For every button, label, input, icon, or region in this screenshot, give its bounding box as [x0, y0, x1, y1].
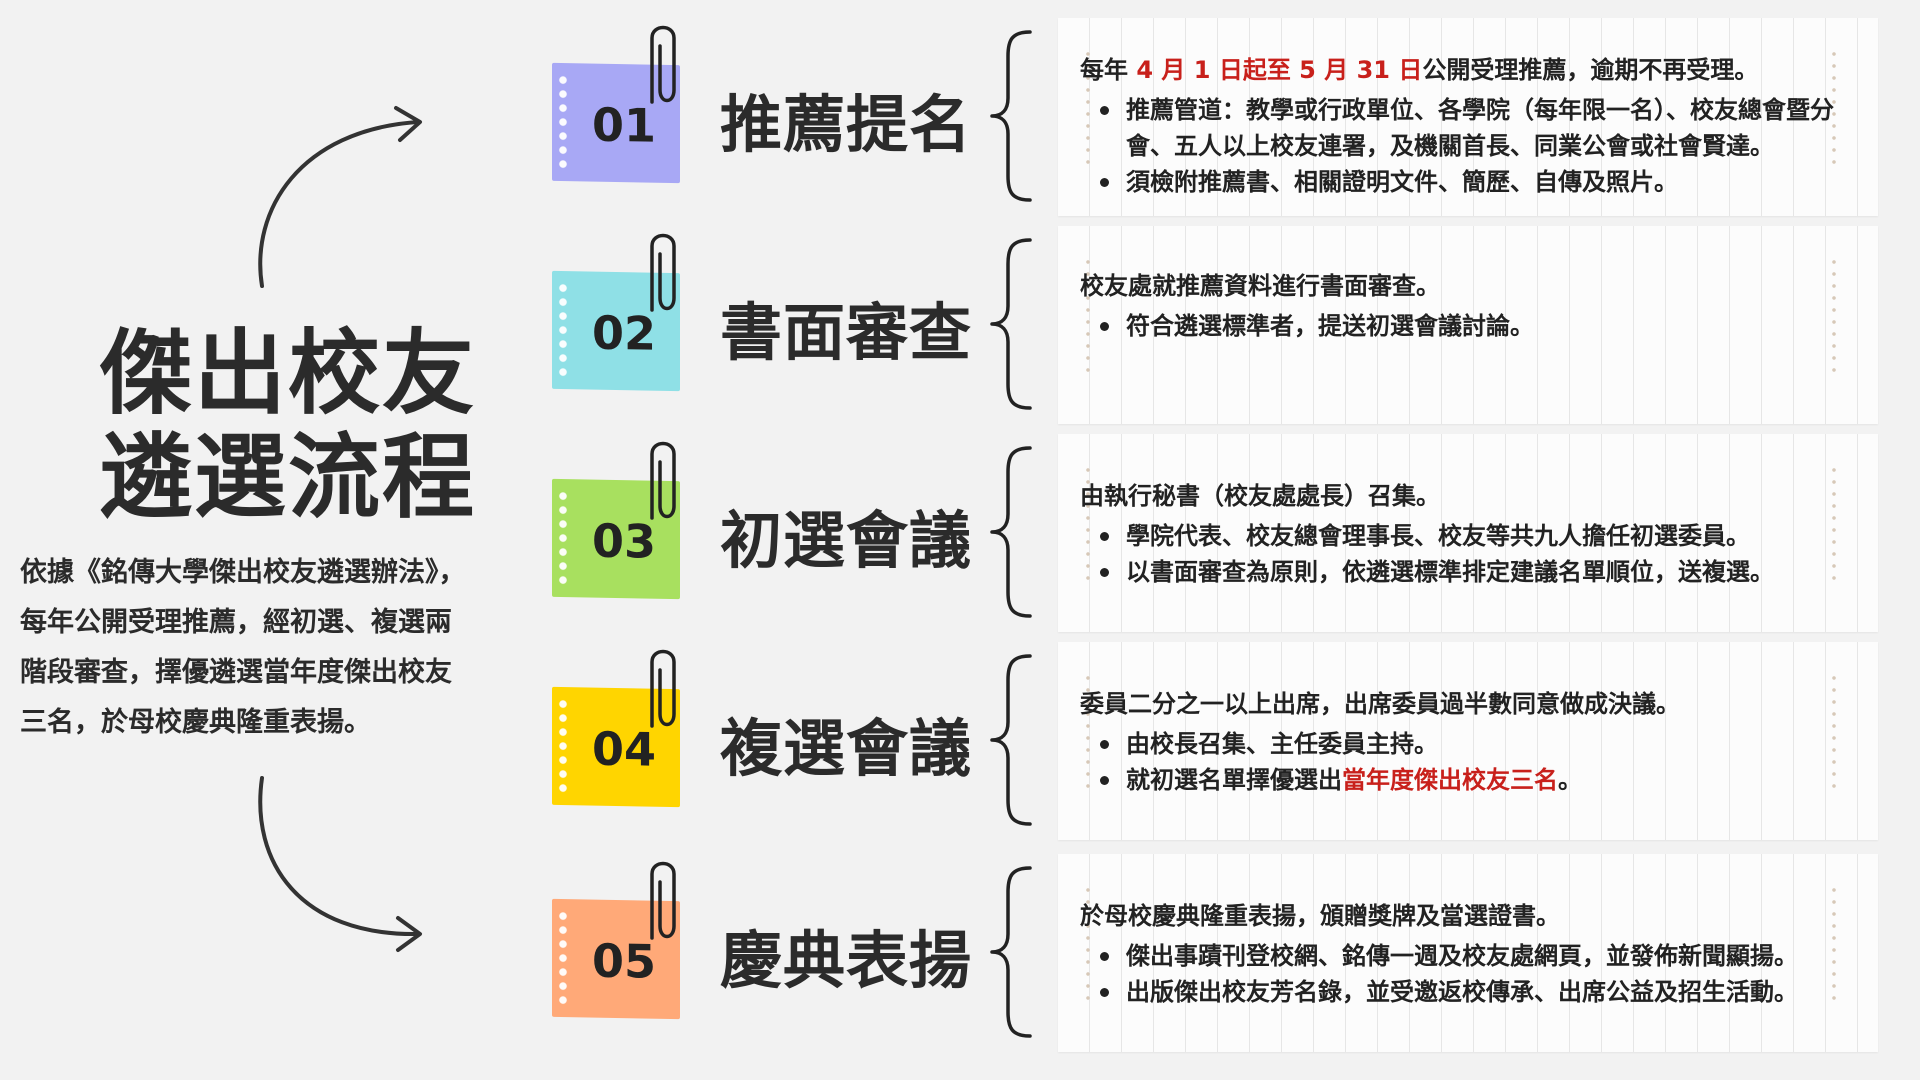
step-03: 03 初選會議 由執行秘書（校友處處長）召集。 學院代表、校友總會理事長、校友等… [540, 434, 1900, 634]
intro-line: 三名，於母校慶典隆重表揚。 [20, 707, 371, 738]
step-01: 01 推薦提名 每年 4 月 1 日起至 5 月 31 日公開受理推薦，逾期不再… [540, 18, 1900, 218]
curly-brace-icon [990, 30, 1032, 202]
paperclip-icon [650, 441, 676, 520]
intro-line: 階段審查，擇優遴選當年度傑出校友 [20, 657, 452, 688]
bullet-item: 學院代表、校友總會理事長、校友等共九人擔任初選委員。 [1080, 518, 1868, 554]
detail-lead: 由執行秘書（校友處處長）召集。 [1080, 482, 1440, 510]
paperclip-icon [650, 861, 676, 940]
intro-line: 每年公開受理推薦，經初選、複選兩 [20, 607, 452, 638]
step-04: 04 複選會議 委員二分之一以上出席，出席委員過半數同意做成決議。 由校長召集、… [540, 642, 1900, 842]
paperclip-icon [650, 25, 676, 104]
detail-lead: 校友處就推薦資料進行書面審查。 [1080, 272, 1440, 300]
step-02: 02 書面審查 校友處就推薦資料進行書面審查。 符合遴選標準者，提送初選會議討論… [540, 226, 1900, 426]
detail-card: 校友處就推薦資料進行書面審查。 符合遴選標準者，提送初選會議討論。 [1058, 226, 1878, 424]
bullet-item: 須檢附推薦書、相關證明文件、簡歷、自傳及照片。 [1080, 164, 1868, 200]
paperclip-icon [650, 649, 676, 728]
bullet-list: 符合遴選標準者，提送初選會議討論。 [1080, 308, 1868, 344]
step-title: 慶典表揚 [720, 924, 973, 997]
detail-lead: 每年 4 月 1 日起至 5 月 31 日公開受理推薦，逾期不再受理。 [1080, 52, 1868, 88]
curved-arrow-down-icon [258, 776, 422, 952]
detail-text: 由執行秘書（校友處處長）召集。 學院代表、校友總會理事長、校友等共九人擔任初選委… [1080, 478, 1868, 590]
curly-brace-icon [990, 238, 1032, 410]
detail-text: 每年 4 月 1 日起至 5 月 31 日公開受理推薦，逾期不再受理。 推薦管道… [1080, 52, 1868, 200]
main-title: 傑出校友 遴選流程 [100, 320, 477, 531]
main-title-line1: 傑出校友 [100, 320, 477, 427]
curly-brace-icon [990, 866, 1032, 1038]
intro-paragraph: 依據《銘傳大學傑出校友遴選辦法》， 每年公開受理推薦，經初選、複選兩 階段審查，… [20, 548, 540, 748]
step-title: 初選會議 [720, 504, 973, 577]
lead-text: 每年 [1080, 56, 1137, 84]
detail-lead: 委員二分之一以上出席，出席委員過半數同意做成決議。 [1080, 690, 1680, 718]
curly-brace-icon [990, 654, 1032, 826]
detail-lead: 於母校慶典隆重表揚，頒贈獎牌及當選證書。 [1080, 902, 1560, 930]
bullet-item: 傑出事蹟刊登校網、銘傳一週及校友處網頁，並發佈新聞顯揚。 [1080, 938, 1868, 974]
detail-text: 於母校慶典隆重表揚，頒贈獎牌及當選證書。 傑出事蹟刊登校網、銘傳一週及校友處網頁… [1080, 898, 1868, 1010]
bullet-list: 學院代表、校友總會理事長、校友等共九人擔任初選委員。 以書面審查為原則，依遴選標… [1080, 518, 1868, 590]
curved-arrow-up-icon [258, 106, 422, 288]
step-title: 複選會議 [720, 712, 973, 785]
bullet-item: 就初選名單擇優選出當年度傑出校友三名。 [1080, 762, 1868, 798]
detail-card: 每年 4 月 1 日起至 5 月 31 日公開受理推薦，逾期不再受理。 推薦管道… [1058, 18, 1878, 216]
step-title: 書面審查 [720, 296, 973, 369]
detail-card: 委員二分之一以上出席，出席委員過半數同意做成決議。 由校長召集、主任委員主持。 … [1058, 642, 1878, 840]
bullet-list: 傑出事蹟刊登校網、銘傳一週及校友處網頁，並發佈新聞顯揚。 出版傑出校友芳名錄，並… [1080, 938, 1868, 1010]
intro-line: 依據《銘傳大學傑出校友遴選辦法》， [20, 557, 466, 588]
bullet-item: 符合遴選標準者，提送初選會議討論。 [1080, 308, 1868, 344]
bullet-list: 推薦管道：教學或行政單位、各學院（每年限一名）、校友總會暨分會、五人以上校友連署… [1080, 92, 1868, 200]
winners-highlight: 當年度傑出校友三名 [1342, 766, 1558, 794]
paperclip-icon [650, 233, 676, 312]
bullet-item: 由校長召集、主任委員主持。 [1080, 726, 1868, 762]
bullet-item: 以書面審查為原則，依遴選標準排定建議名單順位，送複選。 [1080, 554, 1868, 590]
bullet-text: 就初選名單擇優選出 [1126, 766, 1342, 794]
lead-text: 公開受理推薦，逾期不再受理。 [1422, 56, 1759, 84]
bullet-text: 。 [1558, 766, 1582, 794]
step-05: 05 慶典表揚 於母校慶典隆重表揚，頒贈獎牌及當選證書。 傑出事蹟刊登校網、銘傳… [540, 854, 1900, 1054]
detail-card: 由執行秘書（校友處處長）召集。 學院代表、校友總會理事長、校友等共九人擔任初選委… [1058, 434, 1878, 632]
curly-brace-icon [990, 446, 1032, 618]
deadline-highlight: 4 月 1 日起至 5 月 31 日 [1136, 56, 1423, 84]
detail-text: 校友處就推薦資料進行書面審查。 符合遴選標準者，提送初選會議討論。 [1080, 268, 1868, 344]
bullet-item: 出版傑出校友芳名錄，並受邀返校傳承、出席公益及招生活動。 [1080, 974, 1868, 1010]
step-title: 推薦提名 [720, 88, 973, 161]
bullet-item: 推薦管道：教學或行政單位、各學院（每年限一名）、校友總會暨分會、五人以上校友連署… [1080, 92, 1868, 164]
main-title-line2: 遴選流程 [100, 424, 477, 531]
detail-card: 於母校慶典隆重表揚，頒贈獎牌及當選證書。 傑出事蹟刊登校網、銘傳一週及校友處網頁… [1058, 854, 1878, 1052]
detail-text: 委員二分之一以上出席，出席委員過半數同意做成決議。 由校長召集、主任委員主持。 … [1080, 686, 1868, 798]
bullet-list: 由校長召集、主任委員主持。 就初選名單擇優選出當年度傑出校友三名。 [1080, 726, 1868, 798]
